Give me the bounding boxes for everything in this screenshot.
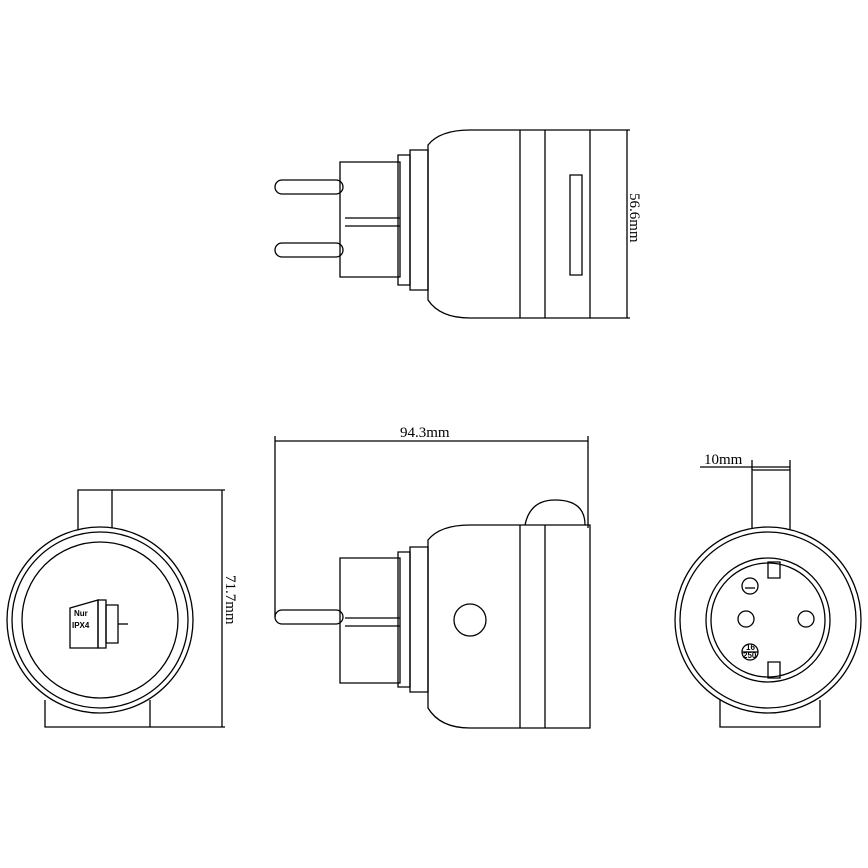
dimension-height-front: 71.7mm xyxy=(222,575,238,625)
rating-current: 16 xyxy=(746,643,755,652)
dimension-tab-width: 10mm xyxy=(704,452,743,468)
button-icon xyxy=(454,604,486,636)
side-view-plug: Nur IPX4 71.7mm xyxy=(7,490,238,727)
top-view: 56.6mm xyxy=(275,130,642,318)
dimension-height-top: 56.6mm xyxy=(626,193,642,243)
marking-nur: Nur xyxy=(74,609,88,618)
dimension-length: 94.3mm xyxy=(400,425,450,441)
front-view: 94.3mm xyxy=(275,425,590,728)
marking-ipx4: IPX4 xyxy=(72,621,90,630)
socket-view: 10mm 16 250 xyxy=(675,452,861,727)
rating-voltage: 250 xyxy=(743,651,757,660)
